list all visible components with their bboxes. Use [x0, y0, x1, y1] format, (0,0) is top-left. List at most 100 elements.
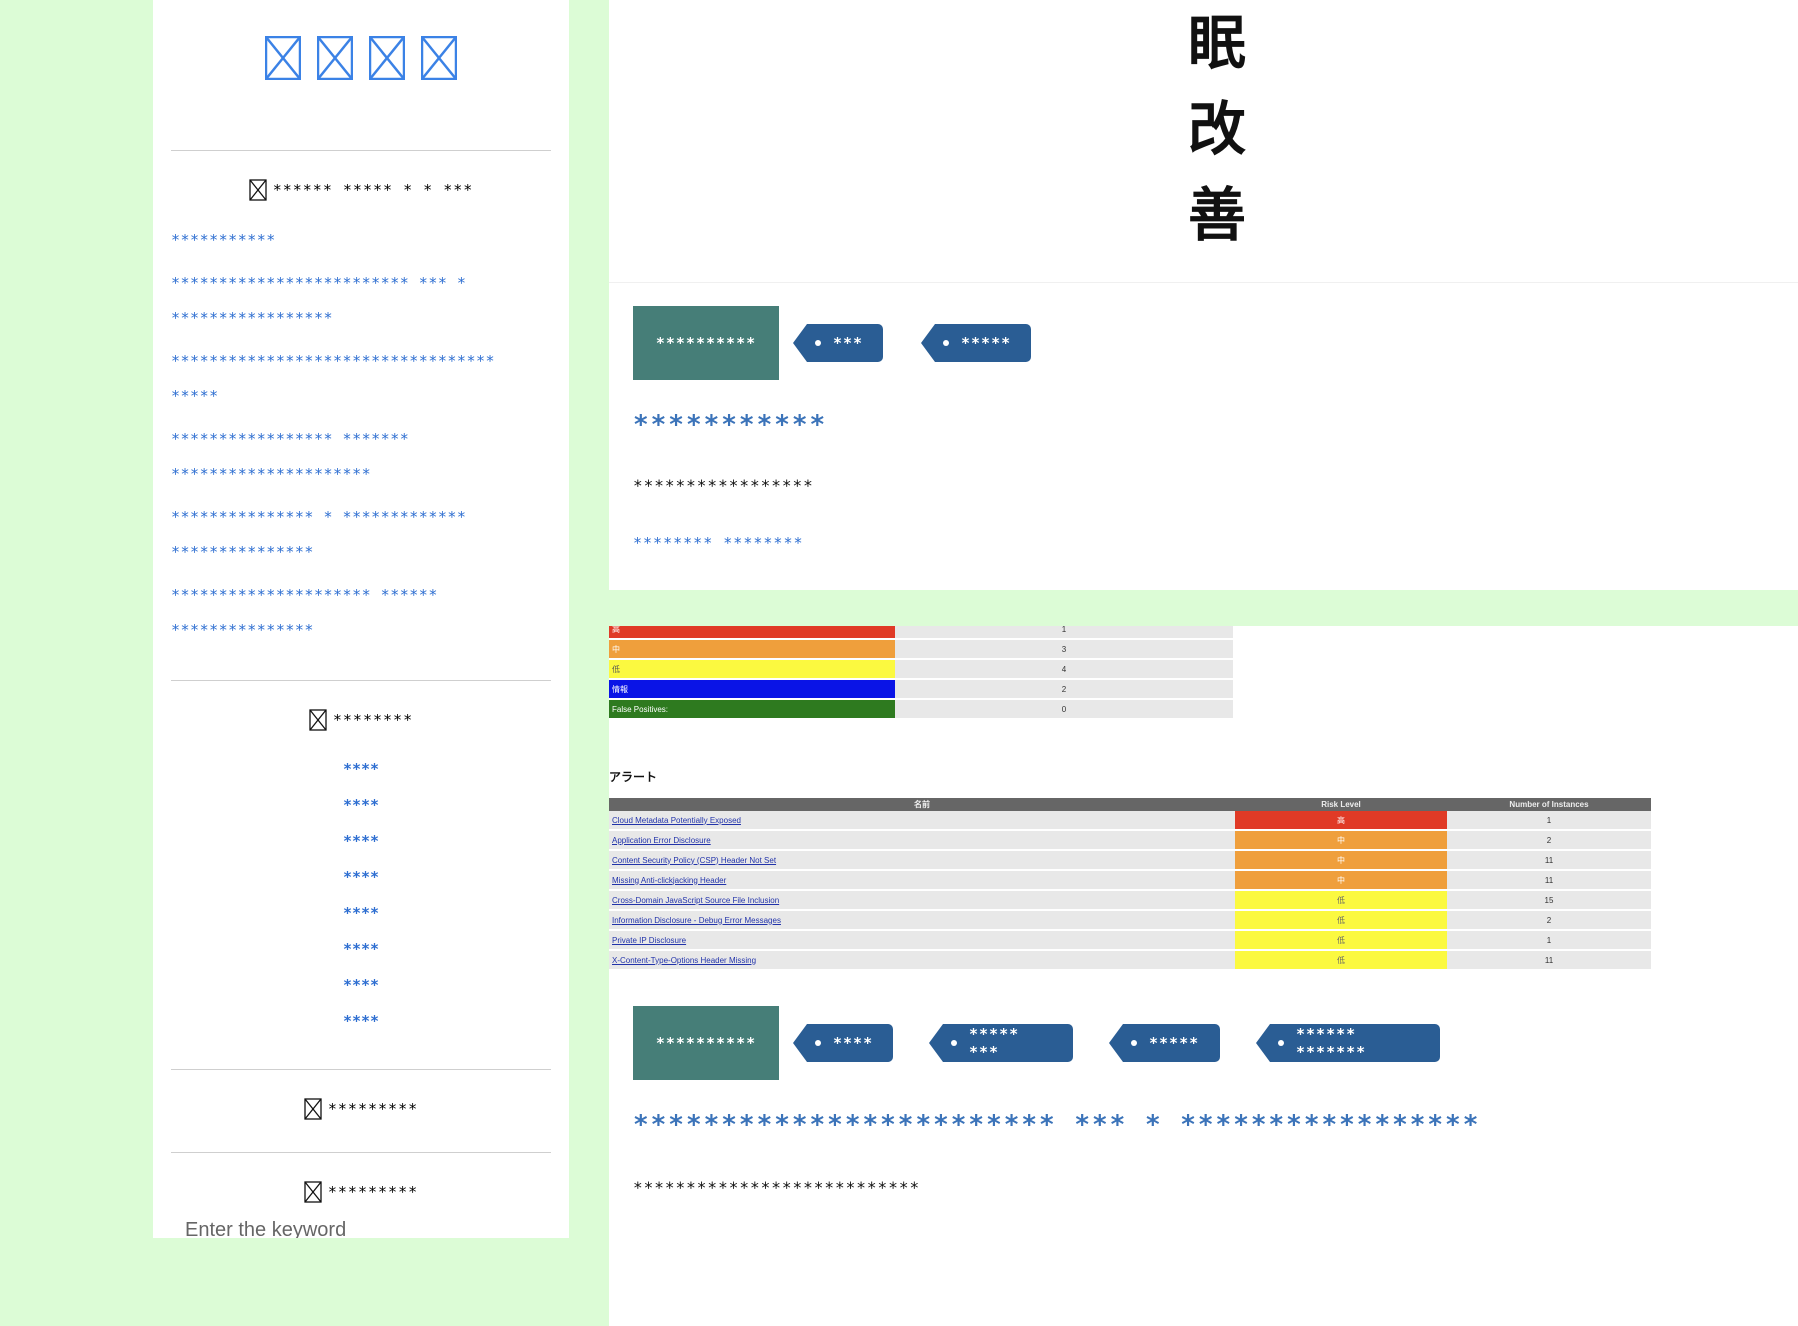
count-cell: 11: [1447, 850, 1651, 871]
divider: [609, 282, 1798, 283]
recent-post-link[interactable]: **********************************: [171, 352, 496, 370]
recent-post-link[interactable]: *****: [171, 387, 219, 405]
alert-name-link[interactable]: X-Content-Type-Options Header Missing: [609, 950, 1235, 971]
risk-cell: 低: [1235, 950, 1447, 971]
tag-link[interactable]: ****: [342, 760, 380, 778]
column-header: Risk Level: [1235, 798, 1447, 811]
count-cell: 4: [895, 659, 1233, 680]
alert-name-link[interactable]: Private IP Disclosure: [609, 930, 1235, 951]
alert-name-link[interactable]: Missing Anti-clickjacking Header: [609, 870, 1235, 891]
missing-glyph-icon: [264, 35, 302, 81]
divider: [171, 680, 551, 681]
recent-post-link[interactable]: ***************** *******: [171, 430, 410, 448]
divider: [171, 150, 551, 151]
tag-link[interactable]: ****: [342, 832, 380, 850]
search-heading-text: *********: [327, 1183, 419, 1201]
recent-posts-list: *********** ************************* **…: [153, 223, 569, 648]
risk-cell: 情報: [609, 679, 895, 700]
recent-post-link[interactable]: *****************: [171, 309, 334, 327]
count-cell: 1: [1447, 811, 1651, 831]
recent-post-link[interactable]: ************************* *** *: [171, 274, 467, 292]
tag-link[interactable]: ****: [342, 796, 380, 814]
post-date: **********: [633, 1006, 779, 1080]
risk-cell: 低: [1235, 910, 1447, 931]
alert-name-link[interactable]: Content Security Policy (CSP) Header Not…: [609, 850, 1235, 871]
recent-post-link[interactable]: ***************: [171, 543, 314, 561]
post-tag[interactable]: ****** *******: [1256, 1024, 1440, 1062]
calligraphy-char: 眠: [1187, 9, 1246, 77]
tags-heading: ********: [153, 709, 569, 731]
alert-name-link[interactable]: Information Disclosure - Debug Error Mes…: [609, 910, 1235, 931]
post-tag[interactable]: ***** ***: [929, 1024, 1073, 1062]
count-cell: 1: [1447, 930, 1651, 951]
missing-glyph-icon: [249, 179, 267, 201]
tag-link[interactable]: ****: [342, 976, 380, 994]
risk-cell: 低: [1235, 890, 1447, 911]
alert-name-link[interactable]: Application Error Disclosure: [609, 830, 1235, 851]
tag-list: **** **** **** **** **** **** **** ****: [153, 751, 569, 1039]
risk-cell: 中: [1235, 830, 1447, 851]
alert-name-link[interactable]: Cross-Domain JavaScript Source File Incl…: [609, 890, 1235, 911]
risk-cell: 中: [609, 639, 895, 660]
read-more-link[interactable]: ******** ********: [633, 534, 804, 552]
risk-cell: False Positives:: [609, 699, 895, 720]
count-cell: 11: [1447, 870, 1651, 891]
missing-glyph-icon: [316, 35, 354, 81]
risk-cell: 中: [1235, 870, 1447, 891]
recent-post-link[interactable]: ********************* ******: [171, 586, 438, 604]
calligraphy-char: 改: [1187, 95, 1246, 163]
count-cell: 15: [1447, 890, 1651, 911]
divider: [171, 1152, 551, 1153]
recent-post-link[interactable]: *************** * *************: [171, 508, 467, 526]
alert-name-link[interactable]: Cloud Metadata Potentially Exposed: [609, 811, 1235, 831]
post-title[interactable]: ***********: [633, 410, 828, 440]
calligraphy-char: 善: [1187, 181, 1246, 249]
divider: [171, 1069, 551, 1070]
alerts-table: 名前 Risk Level Number of Instances Cloud …: [609, 798, 1651, 971]
count-cell: 2: [895, 679, 1233, 700]
post-card: 眠 改 善 ********** *** ***** *********** *…: [609, 0, 1798, 590]
post-title[interactable]: ************************ *** * *********…: [633, 1110, 1481, 1140]
risk-cell: 低: [1235, 930, 1447, 951]
archive-heading-text: *********: [327, 1100, 419, 1118]
post-tag[interactable]: *****: [1109, 1024, 1220, 1062]
post-excerpt: *****************: [633, 476, 814, 495]
sidebar: ****** ***** * * *** *********** *******…: [153, 0, 569, 1238]
tag-link[interactable]: ****: [342, 940, 380, 958]
post-thumbnail-calligraphy[interactable]: 眠 改 善: [1167, 0, 1267, 260]
tag-link[interactable]: ****: [342, 868, 380, 886]
missing-glyph-icon: [420, 35, 458, 81]
risk-cell: 低: [609, 659, 895, 680]
archive-heading: *********: [153, 1098, 569, 1120]
column-header: 名前: [609, 798, 1235, 811]
recent-post-link[interactable]: ***********: [171, 231, 276, 249]
risk-cell: 中: [1235, 850, 1447, 871]
count-cell: 1: [895, 626, 1233, 640]
count-cell: 2: [1447, 830, 1651, 851]
recent-post-link[interactable]: *********************: [171, 465, 372, 483]
count-cell: 2: [1447, 910, 1651, 931]
tag-link[interactable]: ****: [342, 1012, 380, 1030]
missing-glyph-icon: [304, 1181, 322, 1203]
tag-link[interactable]: ****: [342, 904, 380, 922]
post-excerpt: ***************************: [633, 1178, 921, 1197]
post-tag[interactable]: *****: [921, 324, 1031, 362]
count-cell: 11: [1447, 950, 1651, 971]
recent-post-link[interactable]: ***************: [171, 621, 314, 639]
risk-cell: 高: [1235, 811, 1447, 831]
column-header: Number of Instances: [1447, 798, 1651, 811]
missing-glyph-icon: [309, 709, 327, 731]
site-logo[interactable]: [153, 0, 569, 114]
post-tag[interactable]: ***: [793, 324, 883, 362]
count-cell: 3: [895, 639, 1233, 660]
search-input[interactable]: [185, 1210, 545, 1238]
recent-posts-heading-text: ****** ***** * * ***: [272, 181, 474, 199]
missing-glyph-icon: [304, 1098, 322, 1120]
count-cell: 0: [895, 699, 1233, 720]
tags-heading-text: ********: [332, 711, 414, 729]
post-tag[interactable]: ****: [793, 1024, 893, 1062]
post-date: **********: [633, 306, 779, 380]
